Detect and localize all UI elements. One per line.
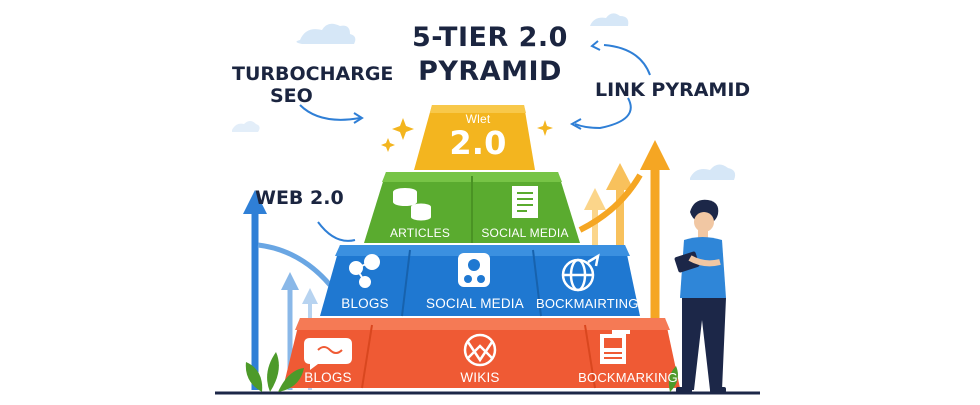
chat-bubble-icon xyxy=(304,338,352,370)
leaf-icon xyxy=(245,352,678,392)
cloud-icon xyxy=(296,23,356,44)
callout-turbocharge-seo: TURBOCHARGE SEO xyxy=(232,63,394,108)
tier-yellow xyxy=(414,105,535,170)
callout-turbocharge-line1: TURBOCHARGE xyxy=(232,63,394,85)
page-title: 5-TIER 2.0 xyxy=(412,22,568,53)
tier-top-big-label: 2.0 xyxy=(449,124,507,162)
cloud-icon xyxy=(232,121,260,132)
cloud-icon xyxy=(588,13,629,26)
tier-red xyxy=(283,318,680,389)
document-icon xyxy=(512,186,538,218)
globe-icon xyxy=(561,253,600,292)
tier-green-left-label: ARTICLES xyxy=(389,226,451,240)
callout-link-pyramid: LINK PYRAMID xyxy=(595,79,751,101)
tier-blue-right-label: BOCKMAIRTING xyxy=(536,296,639,311)
tier-red-middle-label: WIKIS xyxy=(460,370,500,385)
tier-green-right-label: SOCIAL MEDIA xyxy=(481,226,569,240)
share-icon xyxy=(349,254,380,288)
tier-red-right-label: BOCKMARKING xyxy=(578,370,678,385)
page-subtitle: PYRAMID xyxy=(418,56,562,87)
tier-top-small-label: Wlet xyxy=(465,112,491,126)
wiki-globe-icon xyxy=(463,333,497,367)
cloud-icon xyxy=(690,164,736,180)
callout-web20: WEB 2.0 xyxy=(255,187,344,209)
newspaper-icon xyxy=(600,330,630,364)
arrow-icon xyxy=(299,40,651,242)
database-icon xyxy=(393,188,431,221)
tier-red-left-label: BLOGS xyxy=(304,370,352,385)
tier-blue-left-label: BLOGS xyxy=(341,296,389,311)
callout-turbocharge-line2: SEO xyxy=(270,84,313,107)
profile-icon xyxy=(458,253,490,287)
tier-blue-middle-label: SOCIAL MEDIA xyxy=(426,296,524,311)
sparkle-icon xyxy=(381,118,553,152)
person-figure xyxy=(674,199,726,393)
